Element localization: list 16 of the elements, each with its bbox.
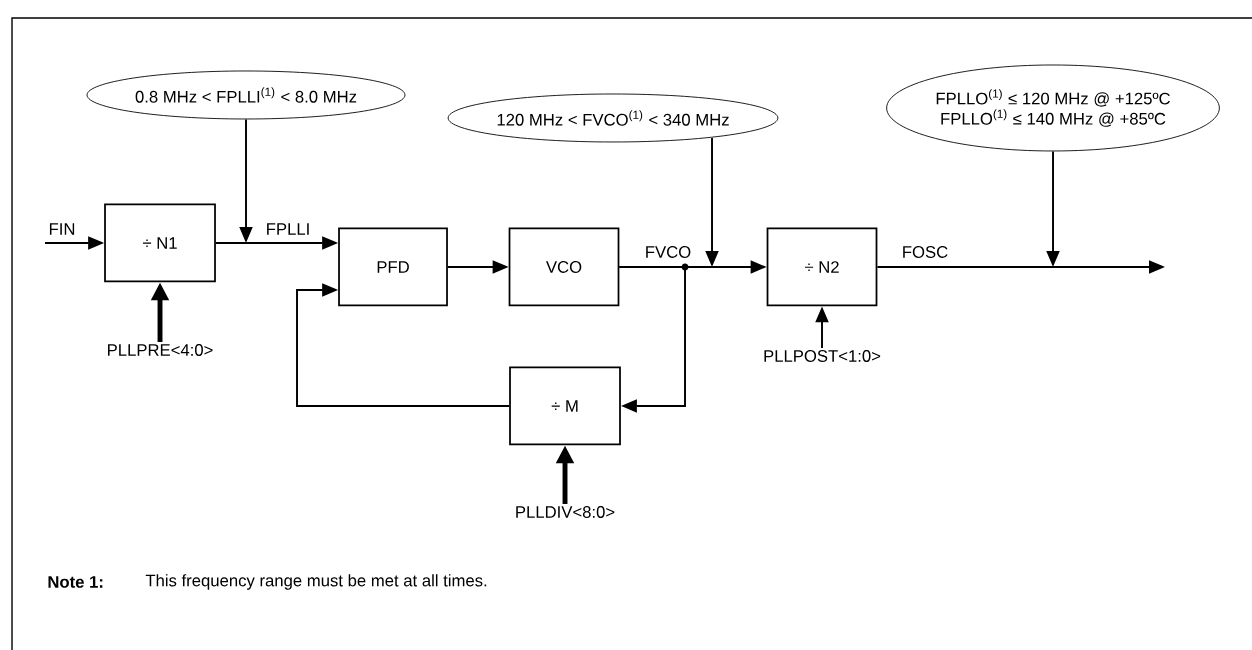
arrow: [296, 283, 511, 407]
block-box: PFD: [338, 227, 448, 307]
signal-label: PLLPRE<4:0>: [108, 344, 213, 356]
edge-label: FIN: [46, 221, 78, 237]
signal-label: PLLDIV<8:0>: [516, 506, 615, 518]
signal-label: PLLPOST<1:0>: [764, 350, 881, 362]
block-box: ÷ N2: [766, 227, 878, 307]
edge-label: FOSC: [900, 244, 950, 260]
edge-label: FPLLI: [264, 221, 313, 237]
block-box: ÷ N1: [104, 203, 216, 283]
block-box: VCO: [508, 227, 620, 307]
note-label: Note 1:: [48, 576, 103, 588]
arrow: [618, 266, 686, 413]
note-text: This frequency range must be met at all times.: [145, 574, 487, 590]
block-box: ÷ M: [509, 366, 621, 446]
edge-label: FVCO: [643, 244, 693, 260]
